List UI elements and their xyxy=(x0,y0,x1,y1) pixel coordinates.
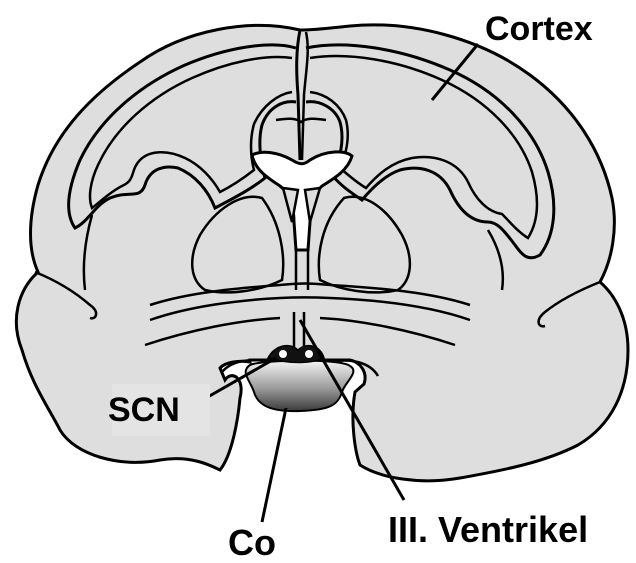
cortex-label: Cortex xyxy=(485,12,593,46)
co-pointer xyxy=(262,408,286,522)
ventricle-label: III. Ventrikel xyxy=(388,512,588,548)
scn-label-box: SCN xyxy=(112,384,210,436)
co-label: Co xyxy=(228,525,276,561)
scn-highlight-left xyxy=(279,350,287,358)
scn-highlight-right xyxy=(305,350,313,358)
scn-label: SCN xyxy=(108,393,180,427)
